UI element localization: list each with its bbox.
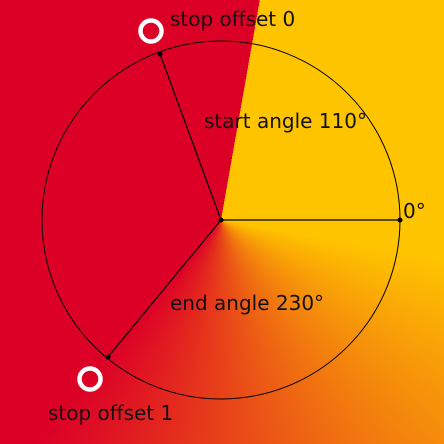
stop-offset-0-marker	[138, 18, 164, 44]
stop-offset-0-label: stop offset 0	[170, 7, 295, 31]
start-angle-ray	[159, 53, 222, 221]
stop-offset-1-label: stop offset 1	[48, 401, 173, 425]
zero-angle-point	[397, 217, 403, 223]
center-point	[218, 217, 224, 223]
stop-offset-1-marker	[77, 366, 103, 392]
end-angle-label: end angle 230°	[170, 291, 324, 315]
end-angle-ray	[107, 219, 222, 358]
zero-angle-label: 0°	[403, 199, 426, 223]
start-angle-label: start angle 110°	[204, 109, 367, 133]
end-angle-point	[105, 354, 111, 360]
start-angle-point	[157, 51, 163, 57]
